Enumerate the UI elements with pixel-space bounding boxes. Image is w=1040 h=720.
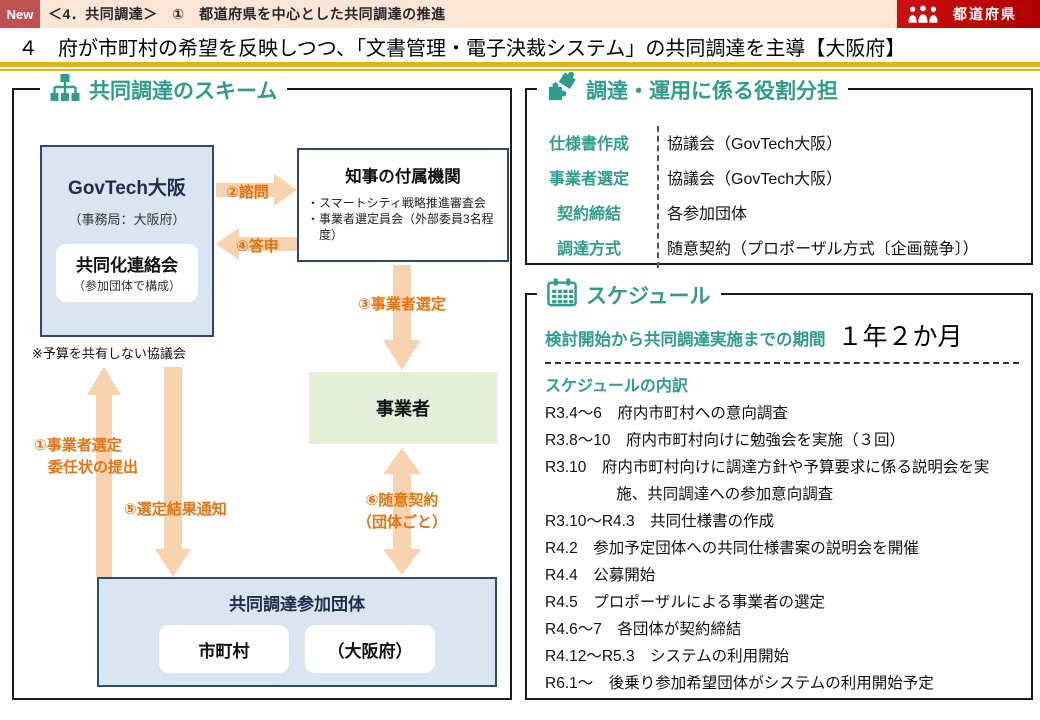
schedule-item: R3.4～6 府内市町村への意向調査 <box>545 405 788 422</box>
arrow-label-6-line2: （団体ごと） <box>356 513 447 531</box>
participants-box: 共同調達参加団体 市町村 （大阪府） <box>97 577 497 687</box>
period-value: １年２か月 <box>837 323 963 351</box>
gold-divider <box>0 62 1040 71</box>
govtech-title: GovTech大阪 <box>68 178 186 199</box>
schedule-item: R4.5 プロポーザルによる事業者の選定 <box>545 594 825 611</box>
role-row: 契約締結 各参加団体 <box>541 194 1021 229</box>
roles-divider <box>657 126 659 268</box>
arrow-report-left <box>216 228 297 260</box>
arrow-label-1: ①事業者選定 委任状の提出 <box>34 435 138 479</box>
role-value: 協議会（GovTech大阪） <box>667 170 843 188</box>
arrow-label-5: ⑤選定結果通知 <box>124 501 227 518</box>
arrow-label-1-line2: 委任状の提出 <box>48 458 139 476</box>
role-row: 事業者選定 協議会（GovTech大阪） <box>541 159 1021 194</box>
roles-panel-title-text: 調達・運用に係る役割分担 <box>586 80 838 103</box>
governor-organ-list: スマートシティ戦略推進審査会 事業者選定員会（外部委員3名程度） <box>307 195 501 244</box>
period-row: 検討開始から共同調達実施までの期間 １年２か月 <box>545 317 1019 353</box>
period-label: 検討開始から共同調達実施までの期間 <box>545 331 826 349</box>
schedule-panel-title-text: スケジュール <box>586 285 711 308</box>
govtech-box: GovTech大阪 （事務局：大阪府） 共同化連絡会 （参加団体で構成） <box>40 145 214 337</box>
people-icon <box>907 5 939 23</box>
role-label: 調達方式 <box>556 240 621 258</box>
scheme-panel-title: 共同調達のスキーム <box>40 72 288 108</box>
schedule-item: R3.8～10 府内市町村向けに勉強会を実施（３回） <box>545 432 905 449</box>
schedule-panel: スケジュール 検討開始から共同調達実施までの期間 １年２か月 スケジュールの内訳… <box>525 277 1033 700</box>
roles-panel-title: 調達・運用に係る役割分担 <box>537 71 848 108</box>
arrow-contract-double <box>383 448 421 575</box>
schedule-item: R4.6～7 各団体が契約締結 <box>545 621 742 638</box>
scheme-panel: 共同調達のスキーム GovTech大阪 （事務局：大阪府） 共同化連絡会 （参加… <box>12 72 512 700</box>
role-row: 仕様書作成 協議会（GovTech大阪） <box>541 124 1021 159</box>
arrow-label-6-line1: ⑥随意契約 <box>365 492 439 509</box>
arrow-label-6: ⑥随意契約 （団体ごと） <box>314 490 490 534</box>
govtech-subtitle: （事務局：大阪府） <box>68 212 186 227</box>
role-label: 事業者選定 <box>548 170 629 188</box>
arrow-label-4: ④答申 <box>236 238 279 255</box>
governor-organ-item: 事業者選定員会（外部委員3名程度） <box>307 211 501 243</box>
calendar-icon <box>547 277 577 313</box>
arrow-proxy-up <box>87 367 121 577</box>
puzzle-icon <box>547 71 577 108</box>
page-title: ４ 府が市町村の希望を反映しつつ、「文書管理・電子決裁システム」の共同調達を主導… <box>18 38 906 60</box>
new-badge: New <box>0 0 40 28</box>
breadcrumb: ＜4．共同調達＞ ① 都道府県を中心とした共同調達の推進 <box>48 6 446 22</box>
schedule-item: R3.10 府内市町村向けに調達方針や予算要求に係る説明会を実施、共同調達への参… <box>545 459 990 503</box>
arrow-label-2: ②諮問 <box>226 184 269 201</box>
arrow-label-3: ③事業者選定 <box>358 296 446 313</box>
arrow-vendor-selection-down <box>383 265 421 370</box>
schedule-item: R3.10～R4.3 共同仕様書の作成 <box>545 513 775 530</box>
liaison-council-box: 共同化連絡会 （参加団体で構成） <box>56 244 198 302</box>
scheme-panel-title-text: 共同調達のスキーム <box>89 80 278 103</box>
governor-organ-item: スマートシティ戦略推進審査会 <box>307 195 501 211</box>
role-value: 協議会（GovTech大阪） <box>667 135 843 153</box>
schedule-item: R4.12～R5.3 システムの利用開始 <box>545 648 790 665</box>
schedule-item: R6.1～ 後乗り参加希望団体がシステムの利用開始予定 <box>545 675 934 692</box>
role-value: 随意契約（プロポーザル方式〔企画競争〕） <box>667 240 979 258</box>
arrow-consultation-right <box>216 174 297 206</box>
schedule-body: 検討開始から共同調達実施までの期間 １年２か月 スケジュールの内訳 R3.4～6… <box>545 317 1019 697</box>
liaison-council-title: 共同化連絡会 <box>76 256 178 275</box>
schedule-item: R4.4 公募開始 <box>545 567 656 584</box>
governor-organ-title: 知事の付属機関 <box>345 168 461 186</box>
arrow-label-1-line1: ①事業者選定 <box>34 437 122 454</box>
schedule-panel-title: スケジュール <box>537 277 721 313</box>
roles-panel: 調達・運用に係る役割分担 仕様書作成 協議会（GovTech大阪） 事業者選定 … <box>525 71 1033 268</box>
role-label: 契約締結 <box>556 205 621 223</box>
role-value: 各参加団体 <box>667 205 748 223</box>
schedule-item: R4.2 参加予定団体への共同仕様書案の説明会を開催 <box>545 540 919 557</box>
schedule-items: R3.4～6 府内市町村への意向調査 R3.8～10 府内市町村向けに勉強会を実… <box>545 400 1019 697</box>
participants-title: 共同調達参加団体 <box>229 595 365 614</box>
category-badge: 都道府県 <box>897 0 1040 28</box>
governor-organ-box: 知事の付属機関 スマートシティ戦略推進審査会 事業者選定員会（外部委員3名程度） <box>297 148 509 262</box>
budget-note: ※予算を共有しない協議会 <box>32 346 186 361</box>
member-osaka-pref: （大阪府） <box>305 625 435 673</box>
liaison-council-subtitle: （参加団体で構成） <box>72 279 181 293</box>
category-badge-label: 都道府県 <box>953 6 1017 22</box>
org-chart-icon <box>50 73 80 107</box>
member-municipalities: 市町村 <box>159 625 289 673</box>
role-row: 調達方式 随意契約（プロポーザル方式〔企画競争〕） <box>541 229 1021 264</box>
vendor-box: 事業者 <box>309 372 497 444</box>
schedule-separator <box>545 362 1019 364</box>
role-label: 仕様書作成 <box>548 135 629 153</box>
header-bar: New ＜4．共同調達＞ ① 都道府県を中心とした共同調達の推進 都道府県 <box>0 0 1040 28</box>
arrow-result-down <box>155 367 191 577</box>
roles-table: 仕様書作成 協議会（GovTech大阪） 事業者選定 協議会（GovTech大阪… <box>541 124 1021 264</box>
breakdown-title: スケジュールの内訳 <box>545 378 688 395</box>
